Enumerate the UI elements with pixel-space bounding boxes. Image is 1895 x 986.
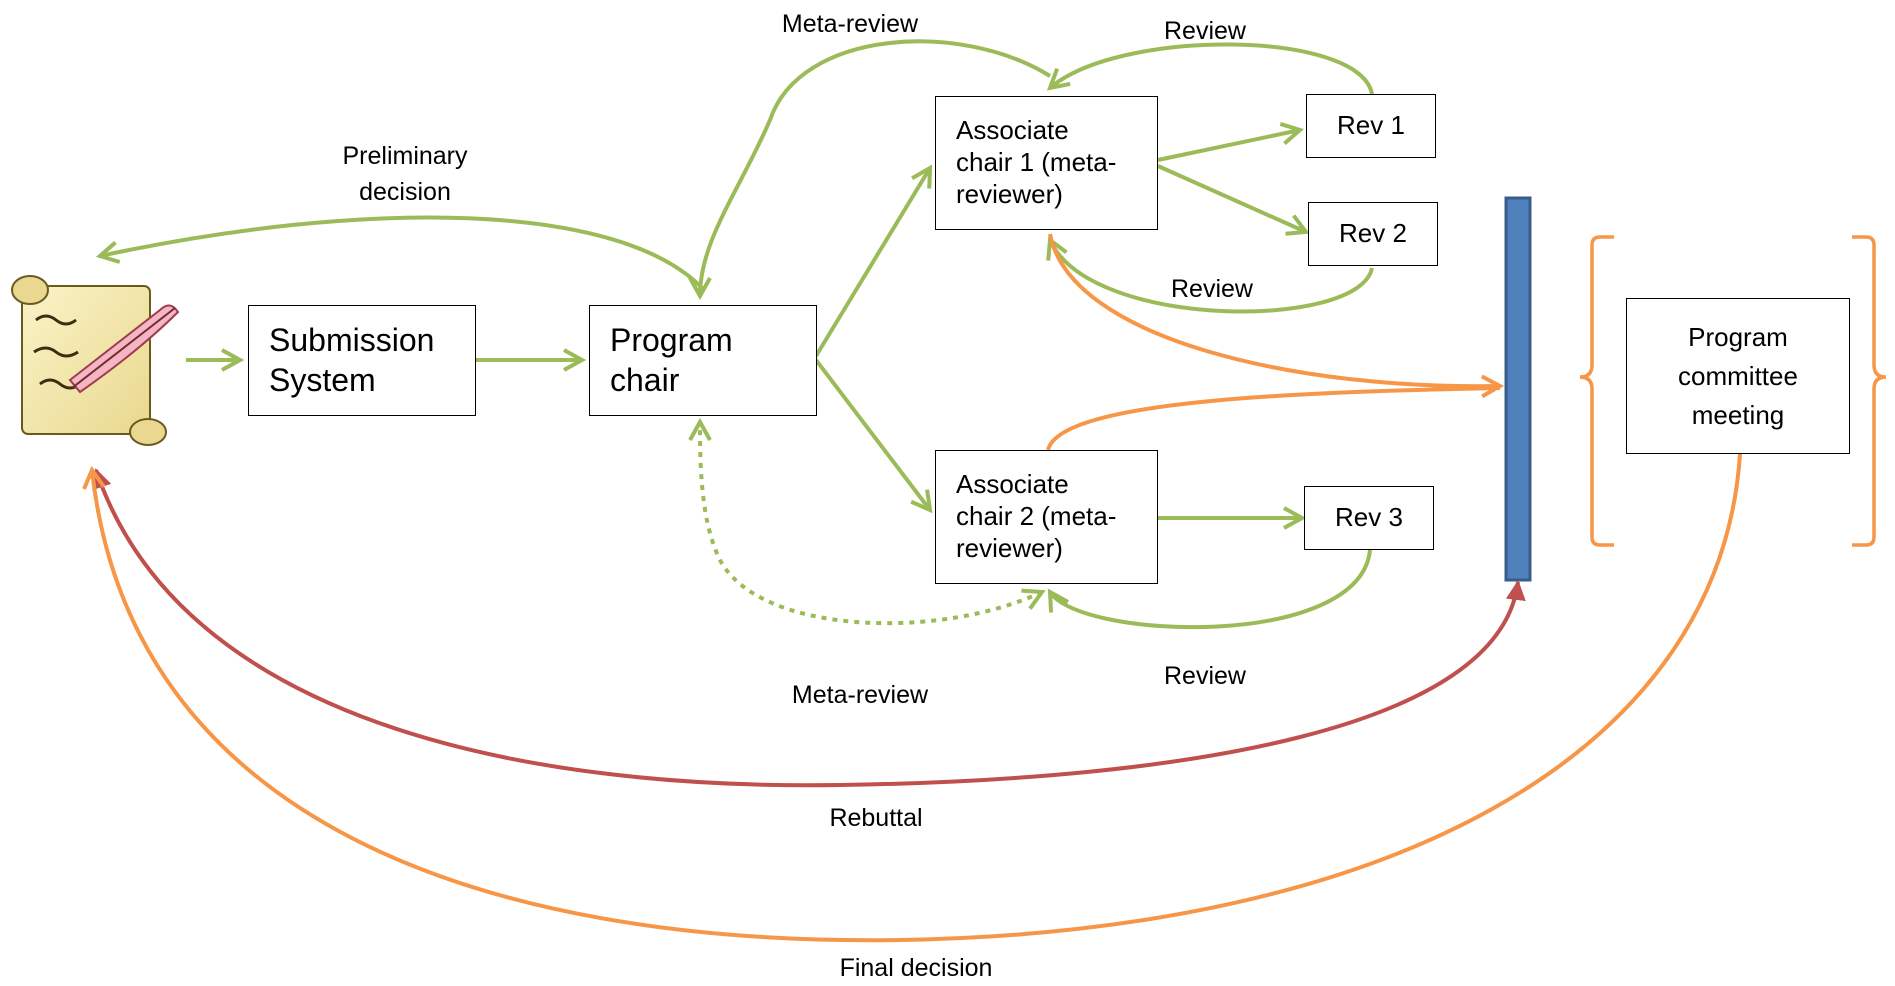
- meta-review-top-label: Meta-review: [781, 10, 919, 38]
- pc-meeting-box: Program committee meeting: [1626, 298, 1850, 454]
- preliminary-decision-curve: [100, 215, 706, 292]
- ac2-to-bar-curve: [1046, 386, 1501, 451]
- rev3-label: Rev 3: [1335, 502, 1403, 533]
- preliminary-decision-label: Preliminary decision: [342, 142, 468, 207]
- rev1-label: Rev 1: [1337, 110, 1405, 141]
- rebuttal-curve: [92, 468, 1526, 788]
- aggregation-bar: [1504, 196, 1532, 582]
- review-bottom-label: Review: [1164, 662, 1246, 690]
- submission-system-box: Submission System: [248, 305, 476, 416]
- meta-review-curve-ac1: [700, 39, 1052, 296]
- associate-chair-1-label: Associate chair 1 (meta- reviewer): [956, 115, 1117, 209]
- rev1-box: Rev 1: [1306, 94, 1436, 158]
- final-decision-curve: [92, 453, 1742, 943]
- arrow-ac1-to-rev1: [1157, 130, 1300, 162]
- review-mid-label: Review: [1171, 275, 1253, 303]
- review-top-label: Review: [1164, 17, 1246, 45]
- associate-chair-2-box: Associate chair 2 (meta- reviewer): [935, 450, 1158, 584]
- rev3-box: Rev 3: [1304, 486, 1434, 550]
- pc-meeting-label: Program committee meeting: [1678, 321, 1798, 430]
- review-curve-rev1: [1050, 42, 1374, 95]
- arrow-ac1-to-rev2: [1157, 164, 1306, 232]
- submission-system-label: Submission System: [269, 322, 435, 398]
- final-decision-label: Final decision: [839, 954, 993, 982]
- left-bracket: [1579, 235, 1614, 547]
- rev2-label: Rev 2: [1339, 218, 1407, 249]
- rebuttal-label: Rebuttal: [829, 804, 923, 832]
- rev2-box: Rev 2: [1308, 202, 1438, 266]
- arrow-chair-to-ac2: [814, 358, 930, 510]
- right-bracket: [1852, 235, 1887, 547]
- ac1-to-bar-curve: [1048, 233, 1500, 386]
- review-curve-rev2: [1050, 240, 1374, 314]
- arrow-chair-to-ac1: [814, 168, 930, 358]
- associate-chair-2-label: Associate chair 2 (meta- reviewer): [956, 469, 1117, 563]
- meta-review-bottom-label: Meta-review: [791, 681, 929, 709]
- scroll-with-quill-icon: [11, 275, 180, 446]
- program-chair-box: Program chair: [589, 305, 817, 416]
- program-chair-label: Program chair: [610, 322, 733, 398]
- associate-chair-1-box: Associate chair 1 (meta- reviewer): [935, 96, 1158, 230]
